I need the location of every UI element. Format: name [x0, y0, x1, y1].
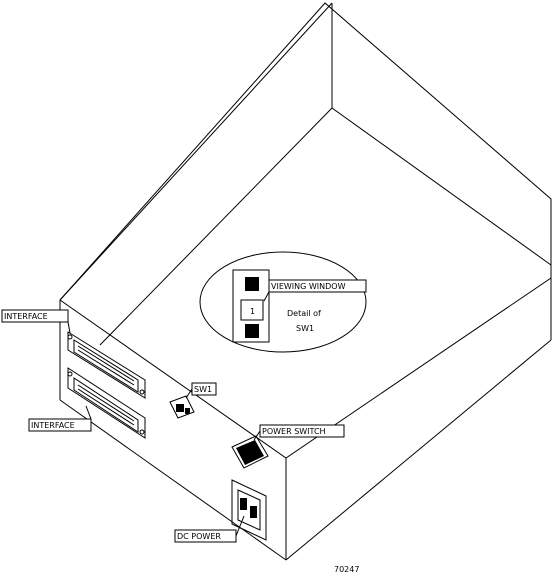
switch-detail-frame — [232, 269, 270, 343]
label-dc-power: DC POWER — [174, 515, 245, 543]
svg-text:INTERFACE: INTERFACE — [4, 312, 48, 321]
power-switch — [231, 435, 269, 469]
viewing-window — [240, 299, 264, 321]
label-interface-top: INTERFACE — [1, 309, 71, 334]
label-sw1: SW1 — [185, 382, 217, 399]
detail-caption-line1: Detail of — [287, 309, 321, 318]
svg-text:POWER SWITCH: POWER SWITCH — [262, 427, 326, 436]
svg-text:DC POWER: DC POWER — [177, 532, 221, 541]
detail-caption-line2: SW1 — [296, 324, 314, 333]
window-digit: 1 — [250, 307, 255, 316]
dc-power-socket — [231, 479, 267, 541]
svg-text:INTERFACE: INTERFACE — [31, 421, 75, 430]
enclosure-outline — [59, 2, 552, 561]
switch-upper-block — [245, 277, 259, 291]
interface-connector-top — [67, 331, 146, 399]
svg-text:SW1: SW1 — [194, 385, 212, 394]
interface-connector-bottom — [67, 367, 146, 439]
label-viewing-window: VIEWING WINDOW — [268, 279, 367, 293]
figure-number: 70247 — [334, 565, 359, 574]
sw1-switch — [169, 395, 195, 419]
switch-lower-block — [245, 324, 259, 338]
svg-text:VIEWING WINDOW: VIEWING WINDOW — [271, 282, 346, 291]
sw1-detail-callout: 1 Detail of SW1 — [199, 251, 367, 353]
label-power-switch: POWER SWITCH — [253, 424, 345, 441]
label-interface-bottom: INTERFACE — [28, 405, 92, 432]
